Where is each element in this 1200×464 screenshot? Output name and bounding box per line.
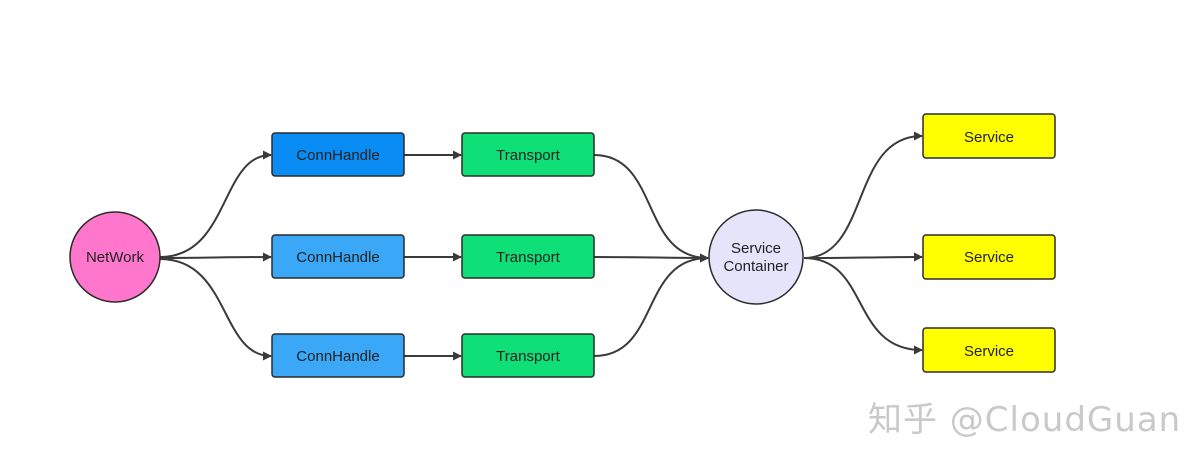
edge-transport-2-service-container [593,253,709,263]
service-container-circle [708,209,804,305]
service-box-3 [922,327,1056,373]
transport-node-3: Transport [461,333,595,378]
transport-box-2 [461,234,595,279]
edge-service-container-service-2 [803,252,923,262]
service-container-label-line2: Container [723,258,788,275]
network-label: NetWork [86,249,145,266]
connhandle-label-3: ConnHandle [296,348,379,365]
service-label-1: Service [964,129,1014,146]
service-node-2: Service [922,234,1056,280]
watermark-text: 知乎 @CloudGuan [868,400,1182,440]
service-label-3: Service [964,343,1014,360]
connhandle-label-2: ConnHandle [296,249,379,266]
transport-box-3 [461,333,595,378]
service-label-2: Service [964,249,1014,266]
edges [159,131,923,361]
connhandle-node-1: ConnHandle [271,132,405,177]
edge-network-connhandle-1 [159,150,272,258]
edge-transport-3-service-container [593,253,709,357]
connhandle-node-2: ConnHandle [271,234,405,279]
edge-network-connhandle-2 [159,252,272,262]
transport-label-2: Transport [496,249,560,266]
network-circle [69,211,161,303]
network-node: NetWork [69,211,161,303]
service-container-node: Service Container [708,209,804,305]
service-node-1: Service [922,113,1056,159]
connhandle-box-1 [271,132,405,177]
transport-node-2: Transport [461,234,595,279]
edge-transport-1-service-container [593,154,709,263]
transport-box-1 [461,132,595,177]
connhandle-box-2 [271,234,405,279]
connhandle-node-3: ConnHandle [271,333,405,378]
transport-label-3: Transport [496,348,560,365]
edge-service-container-service-1 [803,131,923,259]
transport-label-1: Transport [496,147,560,164]
connhandle-label-1: ConnHandle [296,147,379,164]
service-box-2 [922,234,1056,280]
edge-network-connhandle-3 [159,258,272,361]
transport-node-1: Transport [461,132,595,177]
service-container-label-line1: Service [731,240,781,257]
service-box-1 [922,113,1056,159]
service-node-3: Service [922,327,1056,373]
edge-service-container-service-3 [803,257,923,355]
connhandle-box-3 [271,333,405,378]
